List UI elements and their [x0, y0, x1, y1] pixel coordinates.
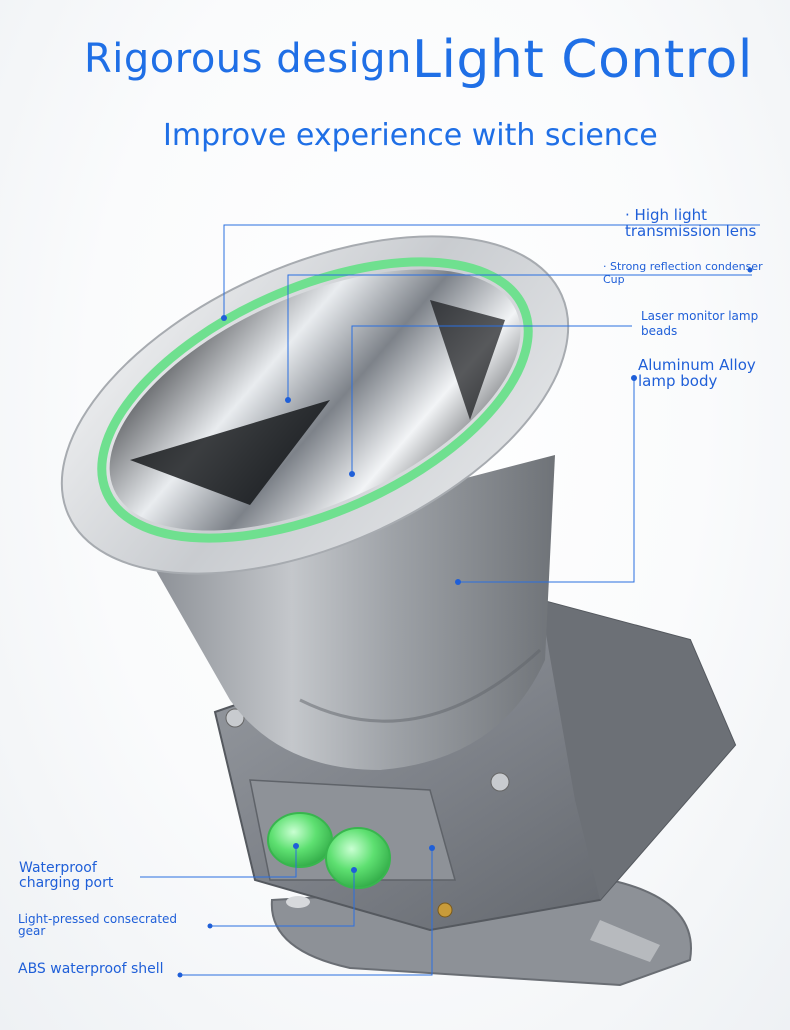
label-gear-2: gear: [18, 924, 46, 938]
label-beads-2: beads: [641, 324, 678, 338]
charging-port-cover: [267, 812, 333, 868]
brass-screw: [437, 902, 453, 918]
label-lens-1: · High light: [625, 206, 708, 224]
subtitle: Improve experience with science: [163, 118, 658, 153]
screw-left: [225, 708, 245, 728]
label-body-1: Aluminum Alloy: [638, 356, 756, 374]
housing-side: [540, 600, 735, 900]
label-gear-1: Light-pressed consecrated: [18, 912, 178, 926]
plate-slot-left: [286, 896, 310, 908]
label-port-2: charging port: [19, 875, 114, 891]
callout-line-shell: [180, 848, 433, 976]
label-lens-2: transmission lens: [625, 222, 757, 240]
callout-line-lens: [223, 224, 760, 318]
callout-line-port: [140, 846, 297, 878]
label-port-1: Waterproof: [19, 860, 97, 876]
headline-part2: Light Control: [412, 30, 753, 90]
plate-slot-right: [590, 920, 660, 962]
label-cup-1: · Strong reflection condenser: [603, 260, 763, 273]
label-shell: ABS waterproof shell: [18, 961, 164, 977]
callout-line-cup: [287, 274, 752, 400]
label-cup-2: Cup: [603, 273, 625, 286]
label-body-2: lamp body: [638, 372, 718, 390]
power-button: [325, 827, 391, 889]
headline-part1: Rigorous design: [84, 36, 412, 82]
label-beads-1: Laser monitor lamp: [641, 309, 759, 323]
callout-line-beads: [351, 325, 632, 474]
callout-line-gear: [210, 870, 355, 927]
callout-line-body: [458, 378, 635, 583]
green-ring: [97, 257, 533, 543]
screw-right: [490, 772, 510, 792]
